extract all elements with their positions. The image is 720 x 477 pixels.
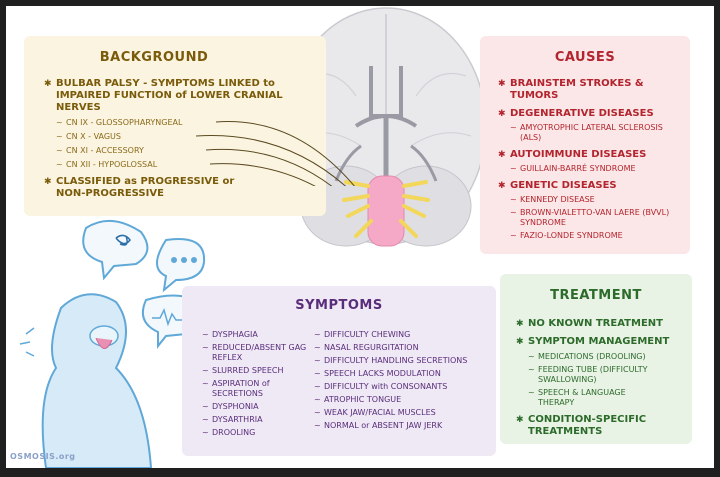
symptoms-title: SYMPTOMS — [295, 298, 383, 313]
symptom-item: SPEECH LACKS MODULATION — [314, 369, 484, 379]
symptom-item: NORMAL or ABSENT JAW JERK — [314, 421, 484, 431]
background-title: BACKGROUND — [99, 50, 209, 65]
symptom-item: DYSPHONIA — [202, 402, 314, 412]
infographic-sheet: BACKGROUND BULBAR PALSY - SYMPTOMS LINKE… — [6, 6, 714, 468]
symptom-item: DYSARTHRIA — [202, 415, 314, 425]
causes-card: CAUSES BRAINSTEM STROKES & TUMORS DEGENE… — [480, 36, 690, 254]
cause-group-autoimmune: AUTOIMMUNE DISEASES — [498, 149, 678, 161]
cause-sub-guillain-barre: GUILLAIN-BARRÉ SYNDROME — [498, 164, 678, 174]
symptom-item: DIFFICULTY with CONSONANTS — [314, 382, 484, 392]
cause-group-brainstem: BRAINSTEM STROKES & TUMORS — [498, 78, 678, 102]
treatment-sub-medications: MEDICATIONS (DROOLING) — [516, 352, 684, 362]
nerve-leader-lines — [196, 121, 355, 186]
symptoms-list-left: DYSPHAGIA REDUCED/ABSENT GAG REFLEX SLUR… — [202, 330, 314, 441]
treatment-item-no-known: NO KNOWN TREATMENT — [516, 318, 684, 330]
cause-sub-fazio-londe: FAZIO-LONDE SYNDROME — [498, 231, 678, 241]
background-list: BULBAR PALSY - SYMPTOMS LINKED to IMPAIR… — [44, 78, 304, 200]
symptom-item: SLURRED SPEECH — [202, 366, 314, 376]
symptom-item: DIFFICULTY CHEWING — [314, 330, 484, 340]
symptom-item: NASAL REGURGITATION — [314, 343, 484, 353]
list-item: CLASSIFIED as PROGRESSIVE or NON-PROGRES… — [44, 176, 246, 200]
treatment-card: TREATMENT NO KNOWN TREATMENT SYMPTOM MAN… — [500, 274, 692, 444]
patient-illustration — [19, 220, 206, 468]
symptom-item: WEAK JAW/FACIAL MUSCLES — [314, 408, 484, 418]
cause-group-genetic: GENETIC DISEASES — [498, 180, 678, 192]
treatment-item-condition-specific: CONDITION-SPECIFIC TREATMENTS — [516, 414, 668, 438]
nerve-item-cn-xii: CN XII - HYPOGLOSSAL — [44, 160, 304, 170]
cause-group-degenerative: DEGENERATIVE DISEASES — [498, 108, 678, 120]
symptom-item: ATROPHIC TONGUE — [314, 395, 484, 405]
brain-inferior-view-illustration — [285, 7, 487, 247]
symptoms-card: SYMPTOMS DYSPHAGIA REDUCED/ABSENT GAG RE… — [182, 286, 496, 456]
causes-title: CAUSES — [554, 50, 616, 65]
symptom-item: REDUCED/ABSENT GAG REFLEX — [202, 343, 314, 363]
nerve-item-cn-xi: CN XI - ACCESSORY — [44, 146, 304, 156]
background-card: BACKGROUND BULBAR PALSY - SYMPTOMS LINKE… — [24, 36, 326, 216]
nerve-item-cn-x: CN X - VAGUS — [44, 132, 304, 142]
cause-sub-kennedy: KENNEDY DISEASE — [498, 195, 678, 205]
symptom-item: DIFFICULTY HANDLING SECRETIONS — [314, 356, 484, 366]
symptom-item: DROOLING — [202, 428, 314, 438]
treatment-sub-speech-therapy: SPEECH & LANGUAGE THERAPY — [516, 388, 658, 408]
cause-sub-als: AMYOTROPHIC LATERAL SCLEROSIS (ALS) — [498, 123, 670, 143]
treatment-list: NO KNOWN TREATMENT SYMPTOM MANAGEMENT ME… — [516, 318, 684, 438]
causes-list: BRAINSTEM STROKES & TUMORS DEGENERATIVE … — [498, 78, 678, 241]
treatment-sub-feeding-tube: FEEDING TUBE (DIFFICULTY SWALLOWING) — [516, 365, 684, 385]
treatment-title: TREATMENT — [550, 288, 642, 303]
list-item: BULBAR PALSY - SYMPTOMS LINKED to IMPAIR… — [44, 78, 304, 114]
cause-sub-bvvl: BROWN-VIALETTO-VAN LAERE (BVVL) SYNDROME — [498, 208, 680, 228]
symptom-item: ASPIRATION of SECRETIONS — [202, 379, 314, 399]
nerve-item-cn-ix: CN IX - GLOSSOPHARYNGEAL — [44, 118, 304, 128]
osmosis-logo[interactable]: OSMOSIS.org — [10, 452, 76, 461]
treatment-item-symptom-management: SYMPTOM MANAGEMENT — [516, 336, 684, 348]
symptoms-list-right: DIFFICULTY CHEWING NASAL REGURGITATION D… — [314, 330, 484, 434]
symptom-item: DYSPHAGIA — [202, 330, 314, 340]
